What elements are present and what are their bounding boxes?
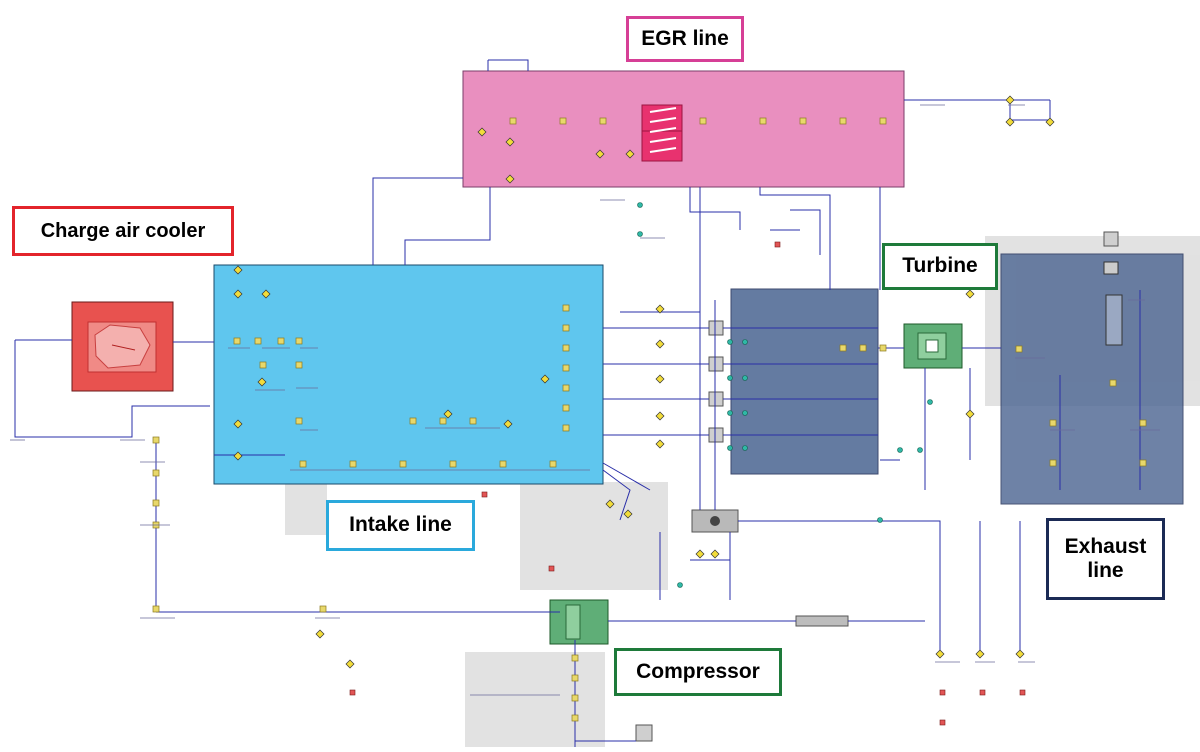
exhaust-manifold-region — [731, 289, 878, 474]
egr-line-text: EGR line — [641, 27, 729, 51]
pipe-nodes — [153, 118, 1146, 721]
egr-line-label: EGR line — [626, 16, 744, 62]
intake-line-label: Intake line — [326, 500, 475, 551]
exhaust-line-text-1: Exhaust — [1065, 535, 1147, 559]
charge-air-cooler-label: Charge air cooler — [12, 206, 234, 256]
compressor-icon — [566, 605, 580, 639]
exhaust-line-label: Exhaust line — [1046, 518, 1165, 600]
compressor-text: Compressor — [636, 660, 760, 684]
turbine-icon — [918, 333, 946, 359]
ambient-end-icon — [636, 725, 652, 741]
turbine-text: Turbine — [902, 254, 977, 278]
grey-region-compressor-sub — [465, 652, 605, 747]
charge-air-cooler-icon — [88, 322, 156, 372]
turbine-label: Turbine — [882, 243, 998, 290]
exhaust-region — [1001, 254, 1183, 504]
grey-region-master — [520, 482, 668, 590]
cylinder-block-icon — [692, 510, 738, 532]
charge-air-cooler-text: Charge air cooler — [41, 220, 206, 243]
egr-region — [463, 71, 904, 187]
intake-line-text: Intake line — [349, 513, 452, 537]
egr-cooler-icon — [642, 105, 682, 161]
exhaust-line-text-2: line — [1087, 559, 1123, 583]
pipe-component — [796, 616, 848, 626]
intake-region — [214, 265, 603, 484]
cylinders — [709, 321, 723, 442]
compressor-label: Compressor — [614, 648, 782, 696]
exhaust-end-icon — [1104, 232, 1118, 246]
